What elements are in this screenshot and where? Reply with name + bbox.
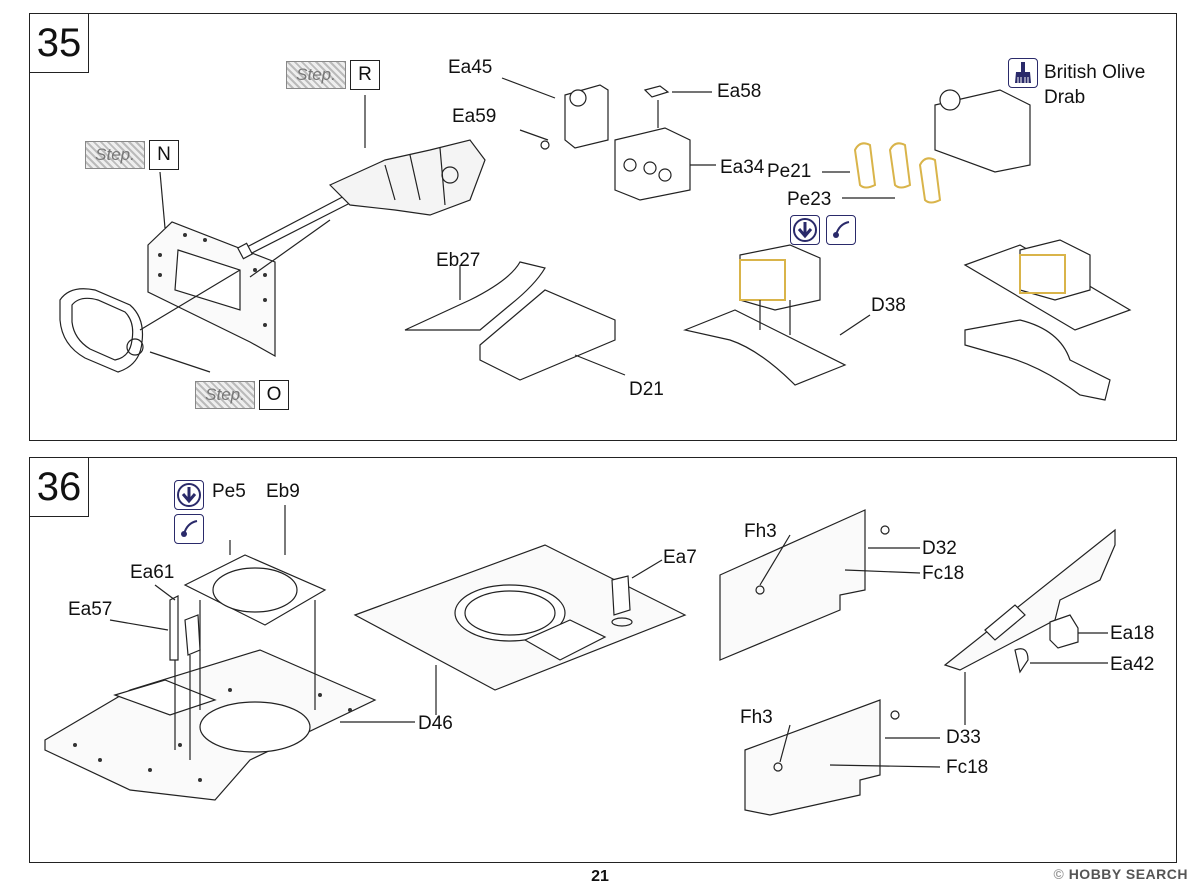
hull-plate-drawing [44,649,415,801]
part-label: Ea45 [448,57,493,78]
sight-assembly-drawing [501,77,716,201]
part-label: D38 [871,295,906,316]
paint-brush-icon [1008,58,1038,88]
bend-down-icon [790,215,820,245]
step-ref-tag: Step. [195,381,255,409]
step-ref-n: Step. N [85,140,179,170]
part-label: Ea58 [717,81,762,102]
gun-barrel-drawing [236,95,486,260]
paint-color-label: British Olive Drab [1044,62,1146,108]
part-label: Ea57 [68,599,113,620]
part-label: Ea34 [720,157,765,178]
ea61-ea57-drawing [109,584,201,760]
part-label: Pe21 [767,161,812,182]
bend-curve-icon [174,514,204,544]
part-label: Ea42 [1110,654,1155,675]
part-label: Ea18 [1110,623,1155,644]
sight-pe-assembly-drawing [822,89,1031,204]
step-ref-letter: O [259,380,289,410]
mantlet-ring-drawing [59,288,144,373]
step-ref-o: Step. O [195,380,289,410]
step-35-panel: 35 [29,13,1177,441]
d33-plate-drawing [943,528,1116,725]
step-ref-letter: N [149,140,179,170]
part-label: Fc18 [922,563,965,584]
eb27-d21-drawing [404,261,626,381]
step-number: 36 [30,458,89,517]
d46-plate-drawing [353,544,687,715]
part-label: D33 [946,727,981,748]
part-label: Pe5 [212,481,246,502]
d33-lower-plate-drawing [744,699,941,816]
d38-drawing [682,244,871,386]
step-36-panel: 36 [29,457,1177,863]
part-label: Pe23 [787,189,832,210]
bend-down-icon [174,480,204,510]
part-label: Ea7 [663,547,697,568]
part-label: D46 [418,713,453,734]
bend-curve-icon [826,215,856,245]
part-label: Ea61 [130,562,175,583]
step-ref-r: Step. R [286,60,380,90]
d32-plate-drawing [719,509,921,661]
d38-assembled-drawing [963,239,1132,401]
hatch-ring-eb9-drawing [183,505,327,710]
page-number: 21 [591,868,609,885]
part-label: Eb9 [266,481,300,502]
watermark: © HOBBY SEARCH [1053,866,1188,882]
part-label: Fh3 [744,521,777,542]
part-label: Ea59 [452,106,497,127]
step-ref-tag: Step. [286,61,346,89]
step-ref-letter: R [350,60,380,90]
part-label: Fc18 [946,757,989,778]
watermark-prefix: © [1053,866,1065,882]
part-label: Eb27 [436,250,481,271]
step-number: 35 [30,14,89,73]
watermark-brand: HOBBY SEARCH [1068,866,1188,882]
part-label: D21 [629,379,664,400]
part-label: Fh3 [740,707,773,728]
part-label: D32 [922,538,957,559]
step-ref-tag: Step. [85,141,145,169]
